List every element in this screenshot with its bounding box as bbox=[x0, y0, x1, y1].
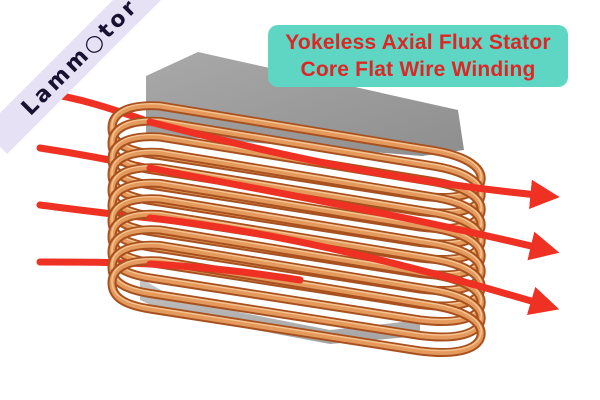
title-line-2: Core Flat Wire Winding bbox=[300, 58, 536, 81]
flux-arrow-3-front bbox=[146, 214, 560, 316]
flux-arrow-1-front bbox=[146, 118, 560, 209]
winding-turn-highlight bbox=[109, 258, 484, 355]
winding-turn-shine bbox=[111, 257, 482, 352]
flat-wire-winding bbox=[107, 101, 486, 357]
title-box: Yokeless Axial Flux Stator Core Flat Wir… bbox=[268, 25, 568, 87]
title-line-1: Yokeless Axial Flux Stator bbox=[285, 31, 551, 54]
flux-arrow-4-front bbox=[146, 260, 304, 284]
flux-arrow-2-front bbox=[146, 164, 560, 261]
flux-arrows-front bbox=[146, 118, 560, 316]
